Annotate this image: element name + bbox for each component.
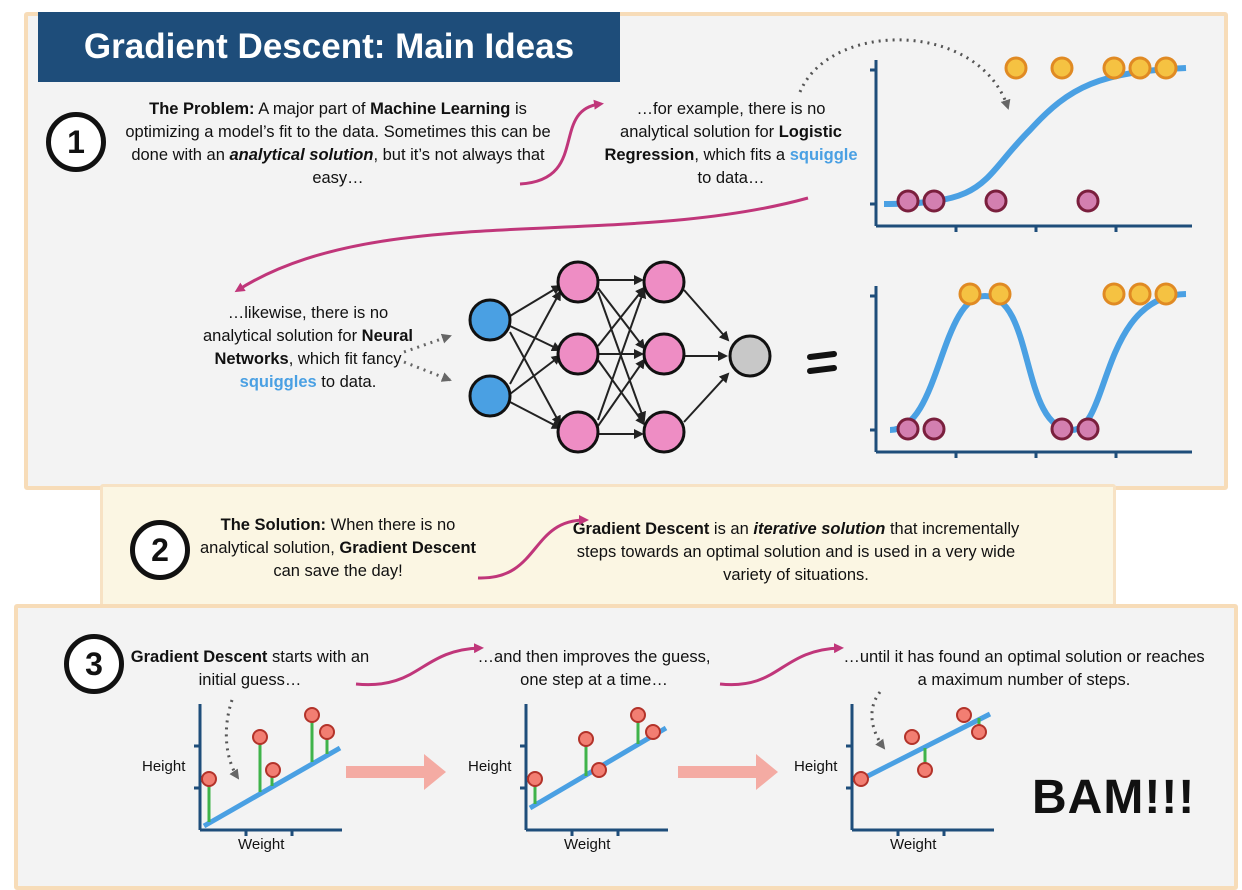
problem-text: The Problem: A major part of Machine Lea… — [125, 100, 551, 187]
arrow-improve-to-until — [719, 643, 844, 687]
nn-hidden-node — [556, 410, 600, 454]
nn-squiggle — [889, 291, 1187, 434]
logistic-regression-plot — [870, 56, 1192, 232]
fit-line — [854, 711, 992, 785]
point-class-1 — [1102, 282, 1126, 306]
equals-sign — [807, 351, 837, 374]
dotted-arrow-to-plot — [798, 38, 1011, 110]
data-point — [971, 724, 987, 740]
plot-2-xlabel: Weight — [564, 836, 611, 853]
logistic-regression-text: …for example, there is no analytical sol… — [604, 100, 858, 187]
logistic-squiggle — [883, 65, 1187, 207]
page-title: Gradient Descent: Main Ideas — [38, 12, 620, 82]
nn-input-node — [468, 298, 512, 342]
stop-condition-text: …until it has found an optimal solution … — [843, 648, 1205, 689]
bam-text: BAM!!! — [1032, 771, 1196, 824]
plot-1-ylabel: Height — [142, 758, 186, 775]
nn-input-node — [468, 374, 512, 418]
improve-guess-text: …and then improves the guess, one step a… — [477, 648, 711, 689]
point-class-0 — [984, 189, 1008, 213]
data-point — [645, 724, 661, 740]
progress-arrow — [678, 754, 778, 790]
gd-plot-optimal — [846, 691, 994, 836]
data-point — [527, 771, 543, 787]
connector-arrows — [234, 99, 844, 687]
iterative-solution-text: Gradient Descent is an iterative solutio… — [572, 520, 1020, 584]
point-class-0 — [896, 417, 920, 441]
section-1-panel — [24, 12, 1228, 490]
plot-1-xlabel: Weight — [238, 836, 285, 853]
step-2-badge: 2 — [130, 520, 190, 580]
data-point — [304, 707, 320, 723]
arrow-start-to-improve — [355, 643, 484, 687]
plot-3-xlabel: Weight — [890, 836, 937, 853]
dotted-pointer — [870, 691, 886, 750]
section-2-panel — [100, 484, 1116, 618]
point-class-1 — [1050, 56, 1074, 80]
data-point — [319, 724, 335, 740]
point-class-0 — [922, 417, 946, 441]
initial-guess-text: Gradient Descent starts with an initial … — [130, 648, 370, 689]
point-class-1 — [958, 282, 982, 306]
data-point — [853, 771, 869, 787]
point-class-0 — [922, 189, 946, 213]
progress-arrow — [346, 754, 446, 790]
gd-plot-improving — [520, 704, 668, 836]
point-class-0 — [896, 189, 920, 213]
data-point — [956, 707, 972, 723]
plot-2-ylabel: Height — [468, 758, 512, 775]
point-class-1 — [1154, 282, 1178, 306]
solution-text: The Solution: When there is no analytica… — [199, 516, 477, 580]
data-point — [201, 771, 217, 787]
neural-network-text: …likewise, there is no analytical soluti… — [202, 304, 414, 391]
step-1-badge: 1 — [46, 112, 106, 172]
neural-network-diagram — [468, 260, 772, 454]
data-point — [578, 731, 594, 747]
nn-hidden-node — [556, 260, 600, 304]
point-class-1 — [1004, 56, 1028, 80]
arrow-problem-to-example — [519, 99, 604, 186]
arrow-solution-to-iterative — [477, 515, 589, 580]
point-class-1 — [1128, 282, 1152, 306]
point-class-1 — [1154, 56, 1178, 80]
arrow-example-to-nn — [234, 196, 809, 293]
data-point — [252, 729, 268, 745]
point-class-0 — [1076, 189, 1100, 213]
nn-pointer-arrows — [403, 333, 452, 382]
progress-arrows — [346, 754, 778, 790]
nn-hidden-node — [642, 410, 686, 454]
data-point — [265, 762, 281, 778]
data-point — [917, 762, 933, 778]
neural-network-fit-plot — [870, 282, 1192, 458]
point-class-1 — [1128, 56, 1152, 80]
point-class-1 — [1102, 56, 1126, 80]
point-class-1 — [988, 282, 1012, 306]
data-point — [591, 762, 607, 778]
nn-output-node — [728, 334, 772, 378]
step-3-badge: 3 — [64, 634, 124, 694]
point-class-0 — [1076, 417, 1100, 441]
dotted-pointer — [224, 699, 240, 780]
nn-hidden-node — [642, 260, 686, 304]
fit-line — [202, 745, 342, 829]
gd-plot-initial-guess — [194, 699, 342, 836]
data-point — [630, 707, 646, 723]
nn-hidden-node — [556, 332, 600, 376]
nn-hidden-node — [642, 332, 686, 376]
point-class-0 — [1050, 417, 1074, 441]
plot-3-ylabel: Height — [794, 758, 838, 775]
data-point — [904, 729, 920, 745]
